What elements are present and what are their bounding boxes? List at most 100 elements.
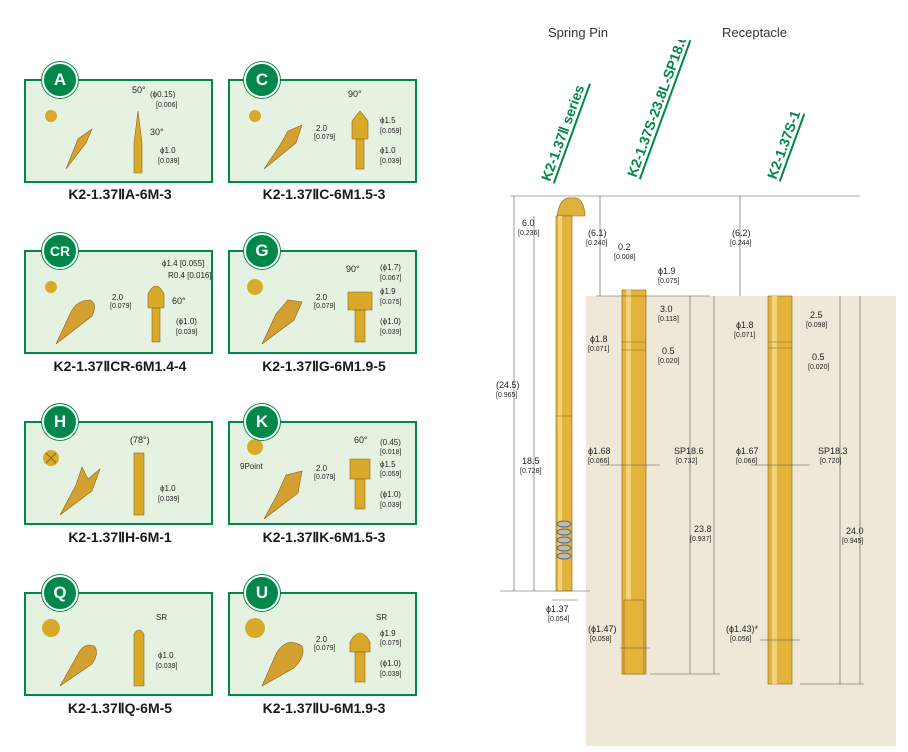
tip-badge-u: U: [244, 575, 280, 611]
tip-badge-cr: CR: [42, 233, 78, 269]
dim-text: [0.020]: [658, 358, 679, 365]
dim-text: 3.0: [660, 304, 673, 314]
dim-text: 23.8: [694, 524, 712, 534]
dim-text: (ϕ0.15): [150, 90, 176, 99]
dim-text: [0.059]: [380, 128, 401, 135]
dim-text: 2.0: [316, 464, 328, 473]
dim-text: ϕ1.68: [588, 446, 611, 456]
dim-text: [0.732]: [676, 458, 697, 465]
dim-text: [0.075]: [380, 640, 401, 647]
dim-text: [0.039]: [380, 158, 401, 165]
dim-text: 0.5: [662, 346, 675, 356]
tip-badge-g: G: [244, 233, 280, 269]
dim-text: [0.079]: [110, 303, 131, 310]
dim-text: (24.5): [496, 380, 520, 390]
receptacle-header: Receptacle: [722, 25, 788, 40]
tip-u-drawing: SR ϕ1.9 [0.075] 2.0 [0.079] (ϕ1.0) [0.03…: [245, 613, 401, 687]
dim-text: 2.0: [316, 635, 328, 644]
spring-coil: [556, 520, 572, 560]
dim-text: (0.45): [380, 438, 401, 447]
dim-text: ϕ1.37: [546, 604, 569, 614]
dim-text: 30°: [150, 127, 164, 137]
dim-text: ϕ1.0: [158, 651, 174, 660]
dim-text: (ϕ1.0): [380, 317, 401, 326]
dim-text: [0.244]: [730, 240, 751, 247]
dim-text: ϕ1.0: [160, 484, 176, 493]
dim-text: [0.098]: [806, 322, 827, 329]
dim-text: [0.054]: [548, 616, 569, 623]
dim-text: ϕ1.5: [380, 116, 396, 125]
dim-text: [0.965]: [496, 392, 517, 399]
dim-text: ϕ1.9: [380, 287, 396, 296]
dim-text: (ϕ1.43)*: [726, 624, 759, 634]
tip-a-drawing: 50° (ϕ0.15) [0.006] 30° ϕ1.0 [0.039]: [45, 85, 179, 174]
tip-panel-q: SR ϕ1.0 [0.039]: [24, 592, 213, 696]
tip-caption-h: K2-1.37ⅡH-6M-1: [68, 529, 172, 545]
dim-text: 24.0: [846, 526, 864, 536]
dim-text: [0.118]: [658, 316, 679, 323]
tip-h-drawing: (78°) ϕ1.0 [0.039]: [43, 435, 179, 516]
dim-text: [0.018]: [380, 449, 401, 456]
dim-text: 2.0: [316, 293, 328, 302]
dim-text: [0.240]: [586, 240, 607, 247]
dim-text: [0.006]: [156, 102, 177, 109]
dim-text: [0.067]: [380, 275, 401, 282]
dim-text: [0.039]: [380, 671, 401, 678]
dim-text: [0.039]: [158, 496, 179, 503]
spring-pin-receptacle-drawing: K2-1.37Ⅱ series K2-1.37S-23.8L-SP18.6 K2…: [496, 40, 896, 746]
tip-k-drawing: 9Point 60° (0.45) [0.018] ϕ1.5 [0.059] 2…: [240, 435, 401, 520]
dim-text: 90°: [348, 89, 362, 99]
dim-text: [0.720]: [820, 458, 841, 465]
tip-badge-c: C: [244, 62, 280, 98]
dim-text: 18.5: [522, 456, 540, 466]
dim-text: [0.058]: [590, 636, 611, 643]
dim-text: ϕ1.4 [0.055]: [162, 259, 204, 268]
dim-text: 60°: [354, 435, 368, 445]
dim-text: 0.2: [618, 242, 631, 252]
dim-text: (ϕ1.0): [176, 317, 197, 326]
tip-g-drawing: 90° (ϕ1.7) [0.067] ϕ1.9 [0.075] 2.0 [0.0…: [247, 263, 401, 345]
series-label: K2-1.37S-23.8L-SP18.6: [624, 40, 690, 179]
series-label: K2-1.37Ⅱ series: [538, 82, 588, 183]
dim-text: (ϕ1.47): [588, 624, 617, 634]
dim-text: ϕ1.9: [658, 266, 676, 276]
dim-text: 0.5: [812, 352, 825, 362]
tip-badge-q: Q: [42, 575, 78, 611]
tip-caption-u: K2-1.37ⅡU-6M1.9-3: [262, 700, 386, 716]
dim-text: [0.079]: [314, 645, 335, 652]
dim-text: 2.5: [810, 310, 823, 320]
dim-text: (78°): [130, 435, 150, 445]
dim-text: [0.066]: [588, 458, 609, 465]
tip-caption-a: K2-1.37ⅡA-6M-3: [68, 186, 172, 202]
dim-text: (6.2): [732, 228, 751, 238]
dim-text: [0.079]: [314, 303, 335, 310]
tip-caption-k: K2-1.37ⅡK-6M1.5-3: [262, 529, 386, 545]
dim-text: [0.236]: [518, 230, 539, 237]
dim-text: [0.039]: [380, 329, 401, 336]
dim-text: SP18.3: [818, 446, 848, 456]
tip-caption-cr: K2-1.37ⅡCR-6M1.4-4: [53, 358, 187, 374]
dim-text: (ϕ1.7): [380, 263, 401, 272]
dim-text: [0.071]: [734, 332, 755, 339]
receptacle-24-0: [767, 295, 793, 685]
dim-text: 50°: [132, 85, 146, 95]
tip-q-drawing: SR ϕ1.0 [0.039]: [42, 613, 177, 687]
dim-text: 90°: [346, 264, 360, 274]
dim-text: 9Point: [240, 462, 263, 471]
dim-text: 6.0: [522, 218, 535, 228]
dim-text: [0.039]: [156, 663, 177, 670]
dim-text: R0.4 [0.016]: [168, 271, 211, 280]
tip-c-drawing: 90° ϕ1.5 [0.059] 2.0 [0.079] ϕ1.0 [0.039…: [249, 89, 401, 170]
dim-text: (ϕ1.0): [380, 490, 401, 499]
dim-text: ϕ1.8: [736, 320, 754, 330]
dim-text: [0.071]: [588, 346, 609, 353]
dim-text: (6.1): [588, 228, 607, 238]
dim-text: [0.008]: [614, 254, 635, 261]
tip-panel-g: 90° (ϕ1.7) [0.067] ϕ1.9 [0.075] 2.0 [0.0…: [228, 250, 417, 354]
dim-text: [0.039]: [380, 502, 401, 509]
tip-badge-h: H: [42, 404, 78, 440]
tip-caption-q: K2-1.37ⅡQ-6M-5: [67, 700, 173, 716]
tip-caption-c: K2-1.37ⅡC-6M1.5-3: [262, 186, 386, 202]
dim-text: SR: [376, 613, 387, 622]
dim-text: [0.945]: [842, 538, 863, 545]
